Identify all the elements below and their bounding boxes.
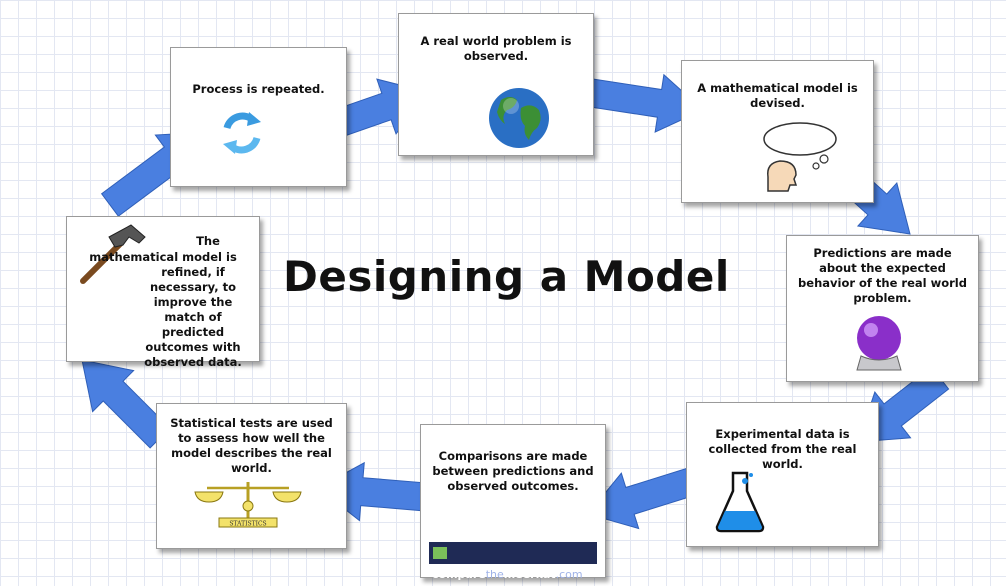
step-refine-box: The mathematical model is refined, if ne… (66, 216, 260, 369)
step-compare-text: Comparisons are made between predictions… (432, 449, 594, 493)
step-test-box: Statistical tests are used to assess how… (156, 403, 347, 549)
comparethemeerkat-logo: comparethemeerkat.com (429, 542, 597, 581)
diagram-title: Designing a Model (283, 252, 730, 301)
step-predict-box: Predictions are made about the expected … (786, 235, 979, 382)
balance-scale-icon: STATISTICS (194, 482, 302, 528)
step-collect-text: Experimental data is collected from the … (708, 427, 857, 471)
step-observe-box: A real world problem is observed. (398, 13, 594, 156)
meerkat-logo-icon (433, 547, 447, 559)
recycle-arrows-icon (223, 112, 261, 154)
logo-compare: compare (432, 568, 486, 581)
step-devise-box: A mathematical model is devised. (681, 60, 874, 203)
step-devise-text: A mathematical model is devised. (697, 81, 858, 110)
thinking-head-icon (763, 122, 837, 192)
logo-com: .com (555, 568, 583, 581)
step-refine-text: mathematical model is refined, if necess… (89, 250, 242, 369)
logo-the: the (485, 568, 504, 581)
step-repeat-box: Process is repeated. (170, 47, 347, 187)
scale-label: STATISTICS (229, 521, 266, 528)
step-observe-text: A real world problem is observed. (420, 34, 572, 63)
crystal-ball-icon (856, 316, 902, 371)
arrow-observe-to-devise (582, 73, 704, 133)
step-refine-text-the: The (196, 234, 220, 248)
step-collect-box: Experimental data is collected from the … (686, 402, 879, 547)
hammer-icon (80, 224, 146, 284)
globe-icon (489, 88, 549, 148)
step-test-text: Statistical tests are used to assess how… (170, 416, 333, 475)
logo-meerkat: meerkat (503, 568, 556, 581)
flask-icon (715, 471, 765, 533)
step-predict-text: Predictions are made about the expected … (798, 246, 967, 305)
step-repeat-text: Process is repeated. (192, 82, 325, 96)
step-compare-box: Comparisons are made between predictions… (420, 424, 606, 581)
